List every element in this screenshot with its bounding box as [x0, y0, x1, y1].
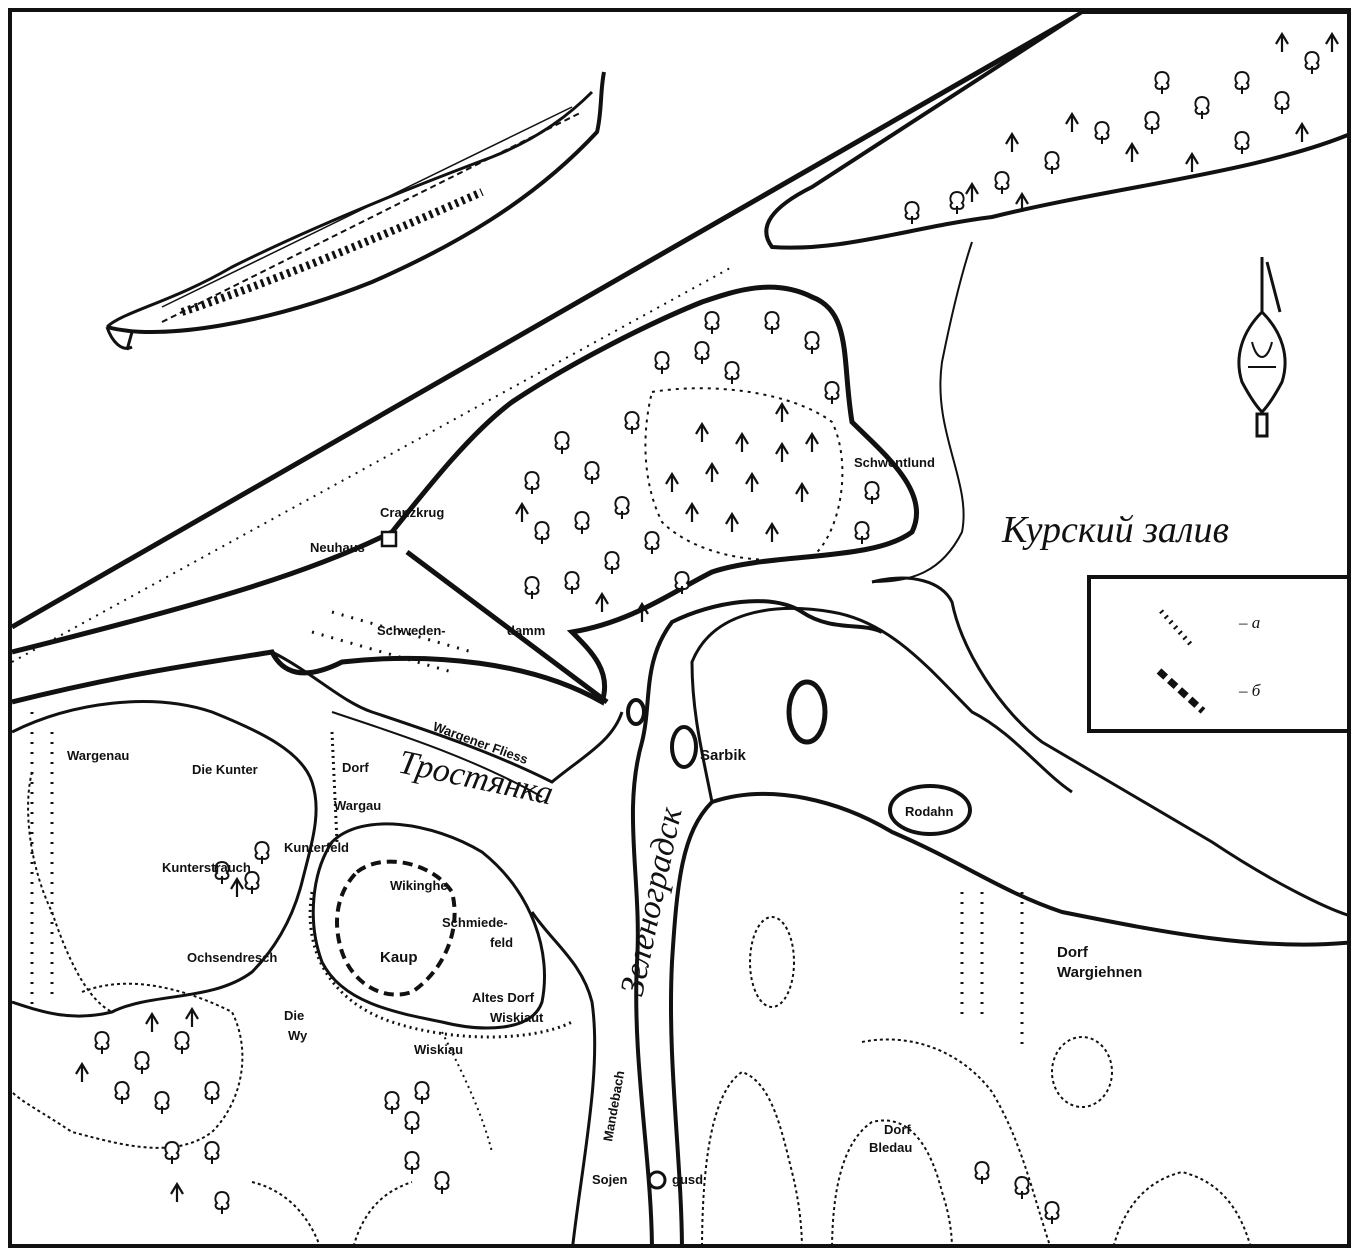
river-wargener-fliess — [271, 650, 624, 798]
dune-forest-area — [12, 284, 920, 706]
label-damm: damm — [507, 623, 545, 638]
spearhead-symbol-icon — [1237, 257, 1287, 438]
label-altes-dorf: Altes Dorf — [472, 990, 535, 1005]
label-wikinghe: Wikinghe — [390, 878, 448, 893]
label-schweden: Schweden- — [377, 623, 446, 638]
label-wiskiaut: Wiskiaut — [490, 1010, 544, 1025]
water-label: Курский залив — [1001, 509, 1229, 551]
label-kaup: Kaup — [380, 949, 418, 966]
label-dorf-bledau: Dorf — [884, 1122, 911, 1137]
sojen-marker — [647, 1170, 667, 1190]
map-canvas: Cranzkrug Neuhaus Schweden- damm Schwent… — [12, 12, 1347, 1244]
legend-dotted-symbol — [1159, 609, 1195, 649]
label-wargiehnen: Wargiehnen — [1057, 964, 1142, 981]
label-mandebach: Mandebach — [600, 1069, 627, 1142]
river-label: Тростянка — [395, 744, 556, 813]
schwedendamm-line — [405, 550, 609, 704]
legend: – а – б — [1087, 575, 1347, 733]
label-schmiede: Schmiede- — [442, 915, 508, 930]
label-wargau: Wargau — [334, 798, 381, 813]
eastern-fringe-dots — [30, 610, 1024, 1052]
kaup-area — [308, 731, 573, 1153]
southern-contours — [251, 1038, 1251, 1244]
label-feld: feld — [490, 935, 513, 950]
coastline — [12, 12, 1089, 663]
label-bledau: Bledau — [869, 1140, 912, 1155]
ponds — [626, 679, 1113, 1108]
label-sojen: Sojen — [592, 1172, 627, 1187]
label-kunterstrauch: Kunterstrauch — [162, 860, 251, 875]
label-wiskiau: Wiskiau — [414, 1042, 463, 1057]
forest-trees — [514, 311, 880, 624]
historical-map: Cranzkrug Neuhaus Schweden- damm Schwent… — [8, 8, 1351, 1248]
legend-label-b: – б — [1239, 681, 1261, 700]
label-sarbik: Sarbik — [700, 747, 747, 764]
label-dorf: Dorf — [342, 760, 369, 775]
label-dorf-wargiehnen: Dorf — [1057, 944, 1089, 961]
label-ochsendresch: Ochsendresch — [187, 950, 277, 965]
label-kunterfeld: Kunterfeld — [284, 840, 349, 855]
label-wy: Wy — [288, 1028, 308, 1043]
label-wargenau: Wargenau — [67, 748, 129, 763]
cranzkrug-marker — [380, 530, 398, 548]
label-neuhaus: Neuhaus — [310, 540, 365, 555]
southern-trees — [74, 841, 1060, 1225]
central-valley — [530, 241, 1347, 1244]
label-die: Die — [284, 1008, 304, 1023]
viking-ship-drawing — [105, 71, 606, 351]
label-rodahn: Rodahn — [905, 804, 953, 819]
curonian-spit — [764, 12, 1347, 250]
label-die-kunter: Die Kunter — [192, 762, 258, 777]
legend-dashed-symbol — [1156, 668, 1206, 714]
label-cranzkrug: Cranzkrug — [380, 505, 444, 520]
label-schwentlund: Schwentlund — [854, 455, 935, 470]
label-gusd: gusd — [672, 1172, 703, 1187]
western-region — [12, 700, 318, 1149]
legend-symbols — [1156, 609, 1206, 714]
legend-label-a: – а — [1239, 613, 1261, 632]
